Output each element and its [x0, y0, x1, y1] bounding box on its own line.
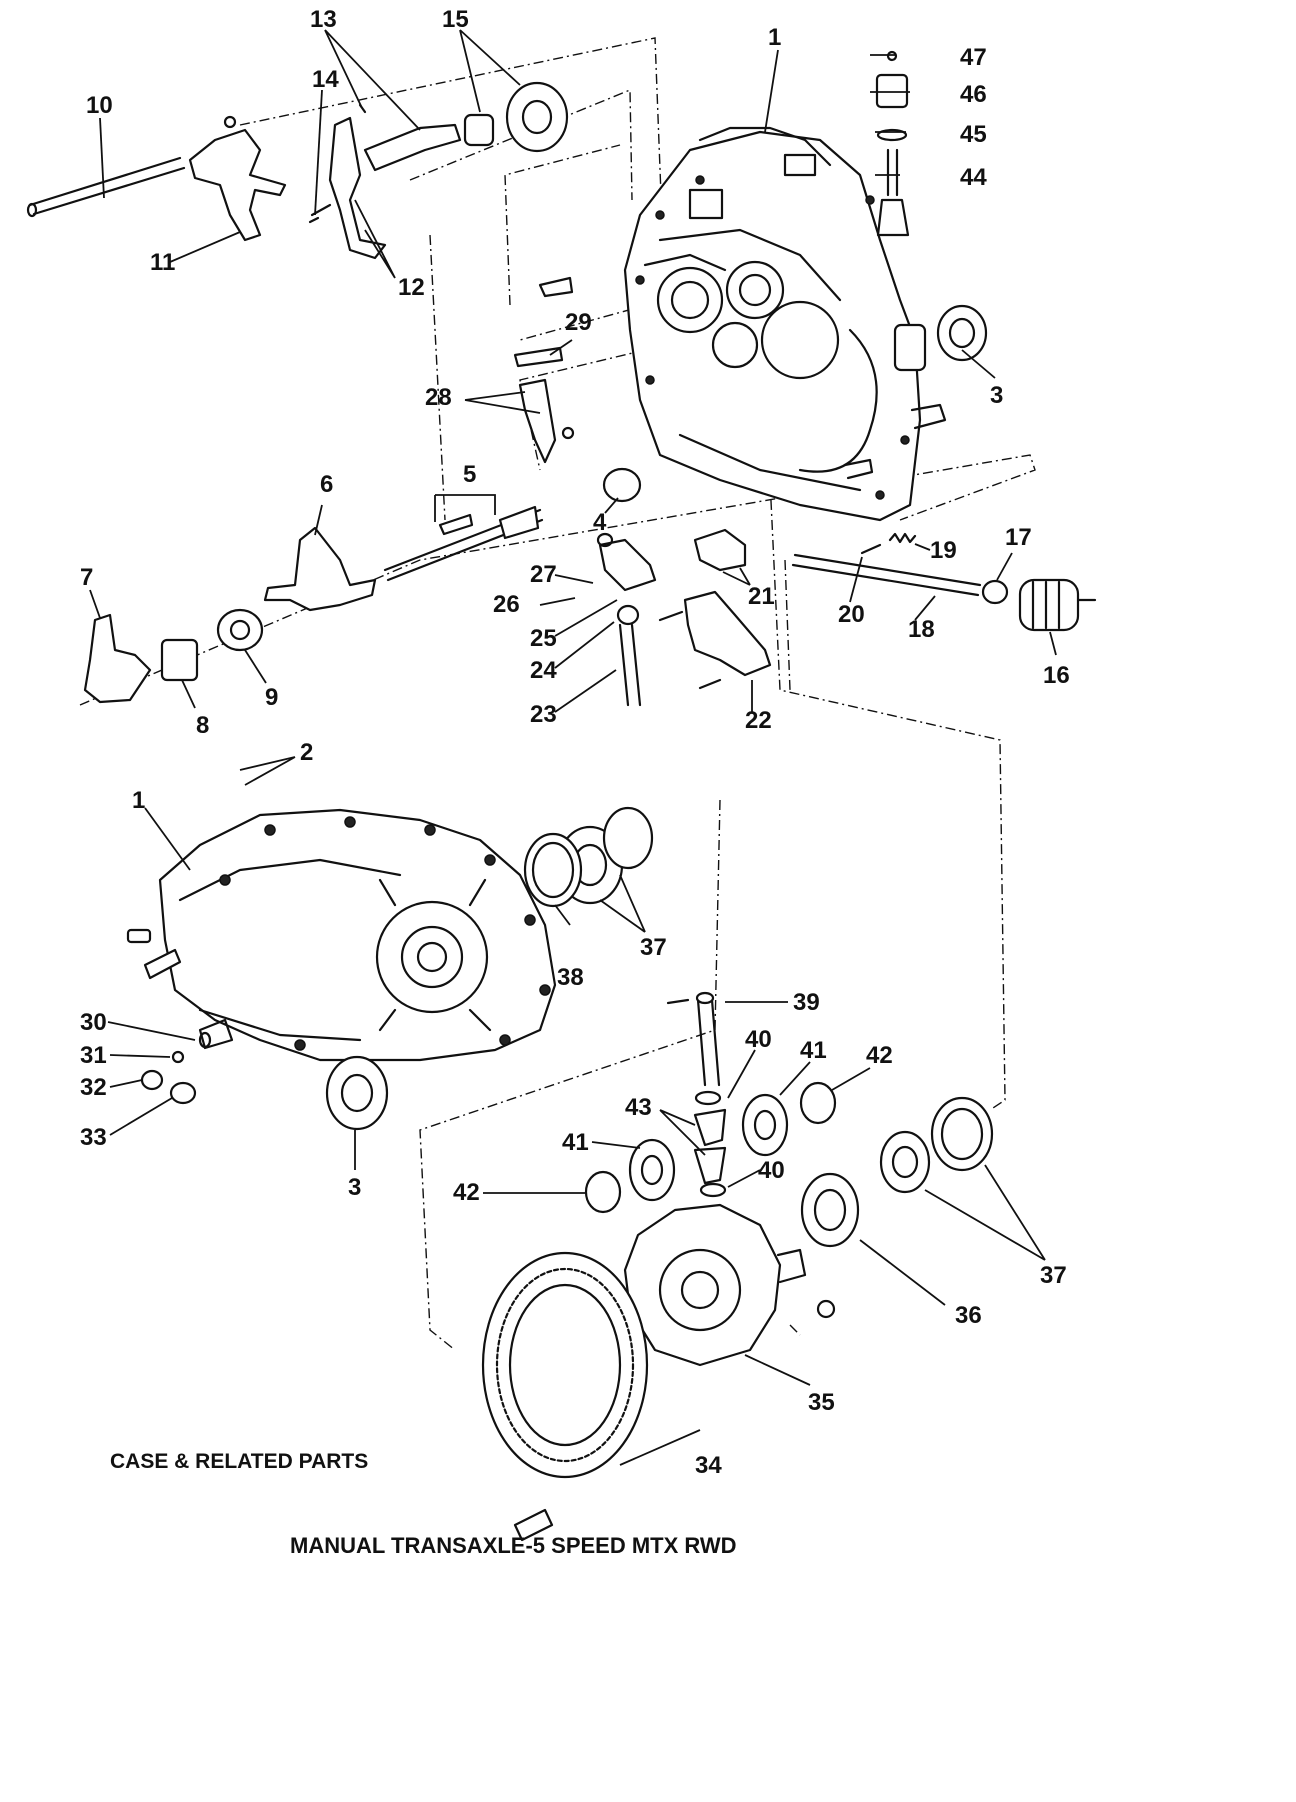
speedometer-parts: [875, 50, 910, 237]
callout-38: 38: [557, 964, 584, 991]
pin-14: [308, 203, 332, 224]
callout-24: 24: [530, 657, 557, 684]
callout-1-lower: 1: [132, 787, 145, 814]
callout-15: 15: [442, 6, 469, 33]
seal-3-upper: [936, 304, 988, 362]
section-label: CASE & RELATED PARTS: [110, 1450, 368, 1473]
callout-28: 28: [425, 384, 452, 411]
callout-37-right: 37: [1040, 1262, 1067, 1289]
shift-fork-7: [83, 613, 152, 704]
shift-shaft-5: [383, 505, 544, 582]
callout-8: 8: [196, 712, 209, 739]
callout-19: 19: [930, 537, 957, 564]
gear-and-bushing-15: [463, 81, 569, 153]
shift-rail-10: [26, 156, 186, 218]
seal-3-lower: [325, 1055, 389, 1131]
callout-22: 22: [745, 707, 772, 734]
housing-16: [1018, 578, 1097, 632]
plate-22: [658, 590, 772, 690]
race-38: [523, 832, 583, 908]
callout-40-lower: 40: [758, 1157, 785, 1184]
ball-17: [981, 579, 1009, 605]
shift-shaft-13: [358, 103, 462, 172]
callout-13: 13: [310, 6, 337, 33]
washers-40: [694, 1090, 727, 1198]
callout-10: 10: [86, 92, 113, 119]
ring-gear-34: [481, 1251, 649, 1542]
shift-block-8: [160, 638, 199, 682]
callout-36: 36: [955, 1302, 982, 1329]
callout-32: 32: [80, 1074, 107, 1101]
callout-1-upper: 1: [768, 24, 781, 51]
shift-lever-12: [328, 116, 387, 260]
callout-12: 12: [398, 274, 425, 301]
callout-35: 35: [808, 1389, 835, 1416]
callout-41-right: 41: [800, 1037, 827, 1064]
thrust-washer-42-right: [799, 1081, 837, 1125]
thrust-washer-42-left: [584, 1170, 622, 1214]
callout-47: 47: [960, 44, 987, 71]
callout-26: 26: [493, 591, 520, 618]
bearing-37-right: [879, 1096, 994, 1194]
differential-case-35: [623, 1203, 807, 1367]
callout-43: 43: [625, 1094, 652, 1121]
callout-44: 44: [960, 164, 987, 191]
callout-23: 23: [530, 701, 557, 728]
callout-18: 18: [908, 616, 935, 643]
side-gear-41-right: [741, 1093, 789, 1157]
exploded-parts-diagram: 1 1 2 3 3 4 5 6 7 8 9 10 11 12 13 14 15 …: [26, 6, 1097, 1558]
magnet-4: [602, 467, 642, 503]
callout-25: 25: [530, 625, 557, 652]
callout-33: 33: [80, 1124, 107, 1151]
sleeve-9: [216, 608, 264, 652]
nut-near-35: [816, 1299, 836, 1319]
pin-20: [860, 543, 882, 555]
pivot-23-24-25: [596, 532, 657, 707]
callout-5: 5: [463, 461, 476, 488]
pins-28: [518, 378, 575, 464]
callout-42-left: 42: [453, 1179, 480, 1206]
callout-20: 20: [838, 601, 865, 628]
callout-46: 46: [960, 81, 987, 108]
speedo-gear-36: [800, 1172, 860, 1248]
shift-fork-11: [188, 115, 287, 242]
callout-41-left: 41: [562, 1129, 589, 1156]
callout-40-upper: 40: [745, 1026, 772, 1053]
callout-numbers: 1 1 2 3 3 4 5 6 7 8 9 10 11 12 13 14 15 …: [80, 6, 1070, 1479]
callout-3-lower: 3: [348, 1174, 361, 1201]
callout-34: 34: [695, 1452, 722, 1479]
callout-2: 2: [300, 739, 313, 766]
callout-29: 29: [565, 309, 592, 336]
side-gear-41-left: [628, 1138, 676, 1202]
callout-42-right: 42: [866, 1042, 893, 1069]
callout-11: 11: [150, 249, 175, 276]
callout-27: 27: [530, 561, 557, 588]
lower-case-housing: [158, 808, 557, 1062]
callout-9: 9: [265, 684, 278, 711]
pinion-gears-43: [693, 1108, 727, 1185]
leader-lines: [89, 29, 1057, 1466]
spring-19: [888, 532, 917, 544]
callout-3-upper: 3: [990, 382, 1003, 409]
shift-fork-6: [263, 526, 377, 612]
upper-case-housing: [538, 126, 947, 522]
callout-21: 21: [748, 583, 775, 610]
callout-39: 39: [793, 989, 820, 1016]
callout-4: 4: [593, 509, 607, 536]
callout-37-left: 37: [640, 934, 667, 961]
callout-7: 7: [80, 564, 93, 591]
bracket-21: [693, 528, 747, 572]
pinion-shaft-39: [666, 991, 721, 1087]
callout-16: 16: [1043, 662, 1070, 689]
plugs-30-33: [126, 928, 212, 1105]
diagram-title: MANUAL TRANSAXLE-5 SPEED MTX RWD: [290, 1533, 737, 1558]
callout-31: 31: [80, 1042, 107, 1069]
shaft-18: [791, 553, 982, 597]
callout-17: 17: [1005, 524, 1032, 551]
bolt-29: [513, 346, 564, 368]
callout-14: 14: [312, 66, 339, 93]
callout-6: 6: [320, 471, 333, 498]
callout-30: 30: [80, 1009, 107, 1036]
callout-45: 45: [960, 121, 987, 148]
